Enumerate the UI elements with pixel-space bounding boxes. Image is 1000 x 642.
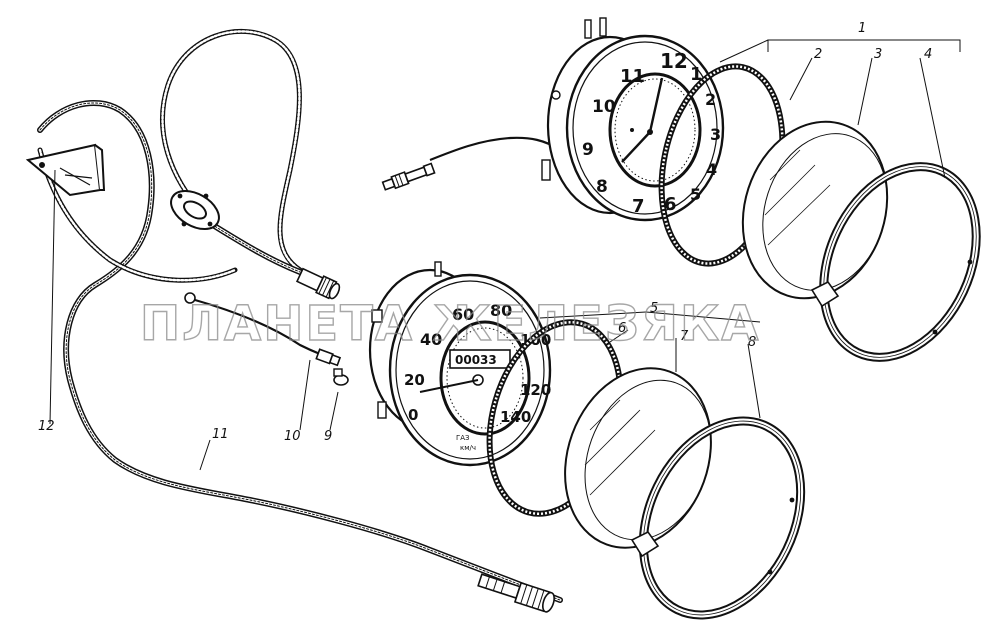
- speedometer-bezel-rim: [630, 416, 806, 620]
- clock-numeral: 1: [690, 64, 703, 85]
- speedometer-cable-fitting: [295, 267, 341, 300]
- clock-numeral: 12: [660, 49, 688, 73]
- watermark-text: ПЛАНЕТА ЖЕЛЕЗЯКА: [140, 296, 760, 352]
- cable-mounting-bracket: [25, 143, 106, 197]
- lamp-bulb: [333, 368, 349, 386]
- odometer-window: [449, 349, 511, 369]
- odometer-reading: 00033: [455, 353, 497, 367]
- cable-main-speedometer: [205, 219, 303, 275]
- cable-grommet-flange: [170, 190, 220, 230]
- speedometer-needle: [419, 379, 479, 393]
- callout-7: 7: [680, 329, 689, 344]
- clock-numeral: 6: [664, 194, 677, 215]
- speedo-numeral: 120: [520, 381, 551, 399]
- cable-left-loop: [37, 99, 563, 603]
- cable-left-return: [37, 147, 238, 283]
- speedo-numeral: 40: [420, 330, 442, 349]
- callout-8: 8: [748, 335, 756, 350]
- callout-10: 10: [284, 429, 301, 444]
- clock-numeral: 9: [582, 140, 594, 160]
- clock-bezel-rim: [810, 162, 981, 362]
- callout-9: 9: [324, 429, 332, 444]
- clock-minute-hand: [648, 77, 664, 133]
- speedo-numeral: 0: [408, 406, 418, 424]
- clock-numeral: 11: [620, 66, 645, 87]
- callout-3: 3: [874, 47, 882, 62]
- callout-12: 12: [38, 419, 55, 434]
- callout-6: 6: [618, 321, 626, 336]
- clock-numeral: 5: [690, 185, 701, 204]
- clock-hour-hand: [621, 131, 651, 163]
- speedo-numeral: 20: [404, 371, 425, 389]
- speedometer-glass-lens: [564, 367, 712, 549]
- clock-numeral: 2: [705, 90, 716, 109]
- callout-11: 11: [212, 427, 229, 442]
- clock-wire-connector: [381, 136, 561, 191]
- callout-5: 5: [650, 301, 658, 316]
- clock-numeral: 10: [592, 97, 616, 117]
- leader-lines: [49, 39, 961, 471]
- speedometer-face: 00033 0 20 40 60 80 100 120 140 ГАЗ км/ч: [388, 273, 551, 467]
- clock-numeral: 7: [632, 196, 645, 217]
- clock-numeral: 4: [706, 160, 717, 179]
- cable-upper-loop: [160, 28, 303, 273]
- speedo-numeral: 140: [500, 408, 531, 426]
- speedometer-unit: км/ч: [460, 444, 476, 452]
- lower-cable-fitting: [477, 573, 555, 613]
- speedo-numeral: 60: [452, 305, 474, 324]
- callout-2: 2: [814, 47, 822, 62]
- callout-4: 4: [924, 47, 932, 62]
- callout-labels: 1 2 3 4 5 6 7 8 9 10 11 12: [38, 21, 932, 444]
- clock-numeral: 8: [596, 177, 608, 197]
- speedometer-brand: ГАЗ: [456, 434, 470, 442]
- clock-glass-lens: [741, 120, 889, 300]
- clock-numeral: 3: [710, 125, 721, 144]
- speedo-numeral: 80: [490, 301, 512, 320]
- clock-face: 12 1 2 3 4 5 6 7 8 9 10 11: [565, 34, 725, 222]
- callout-1: 1: [858, 21, 866, 36]
- light-wire-connector: [184, 292, 342, 367]
